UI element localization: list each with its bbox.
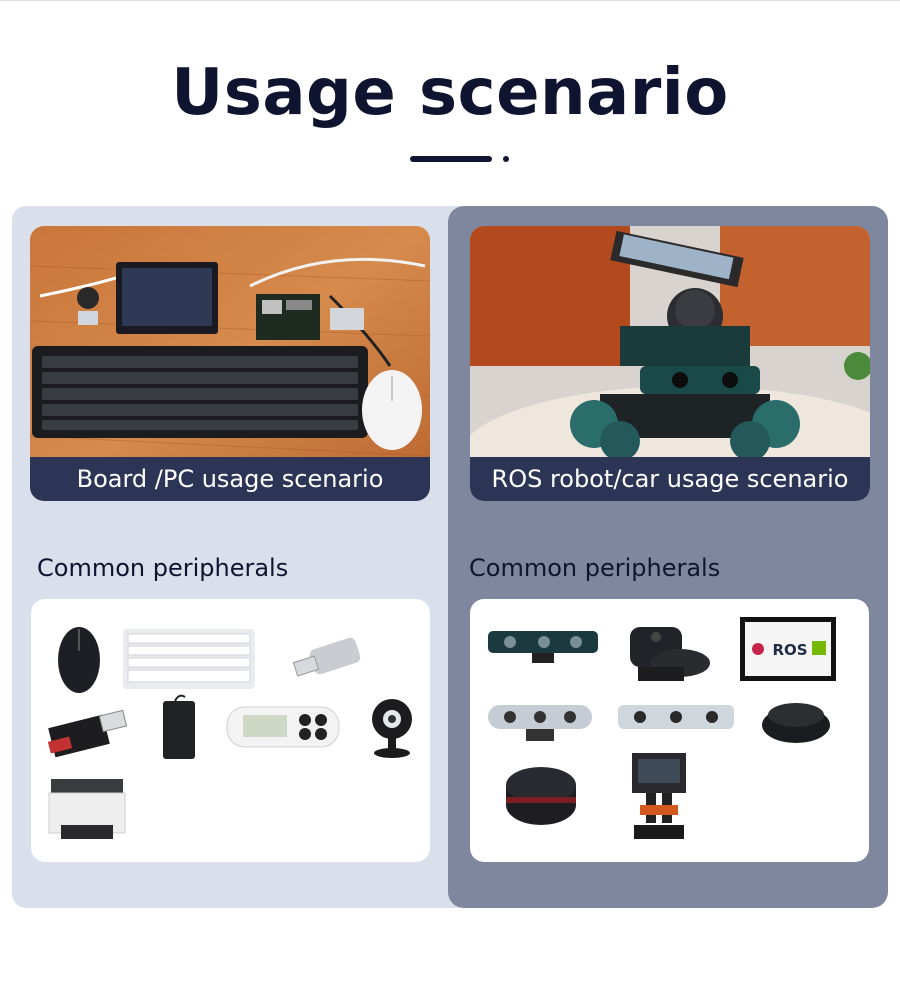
title-underline [410, 156, 492, 162]
top-divider [0, 0, 900, 1]
stereo-camera-icon [488, 705, 592, 741]
ros-robot-photo: ROS robot/car usage scenario [470, 226, 870, 501]
ros-robot-caption: ROS robot/car usage scenario [470, 457, 870, 501]
display-screen-icon: ROS [740, 617, 836, 681]
page-title: Usage scenario [171, 56, 729, 130]
ros-screen-label: ROS [772, 641, 807, 659]
title-underline-dot [503, 156, 509, 162]
hard-drive-icon [163, 694, 195, 759]
realsense-camera-icon [618, 705, 734, 729]
left-peripherals-heading: Common peripherals [37, 554, 289, 582]
usb-flash-drive-icon [292, 637, 361, 677]
depth-camera-icon [488, 631, 598, 663]
round-lidar-icon [506, 767, 576, 825]
right-peripherals-heading: Common peripherals [469, 554, 721, 582]
lidar-icon [630, 627, 710, 681]
board-pc-caption: Board /PC usage scenario [30, 457, 430, 501]
puck-lidar-icon [762, 703, 830, 743]
robotic-arm-icon [632, 753, 686, 839]
webcam-icon [372, 699, 412, 758]
left-peripherals-card [31, 599, 430, 862]
mouse-icon [58, 627, 100, 693]
printer-icon [48, 779, 126, 839]
keyboard-icon [123, 629, 255, 689]
board-pc-photo: Board /PC usage scenario [30, 226, 430, 501]
bluetooth-remote-icon [226, 706, 340, 748]
card-reader-icon [47, 709, 128, 757]
right-peripherals-card: ROS [470, 599, 869, 862]
